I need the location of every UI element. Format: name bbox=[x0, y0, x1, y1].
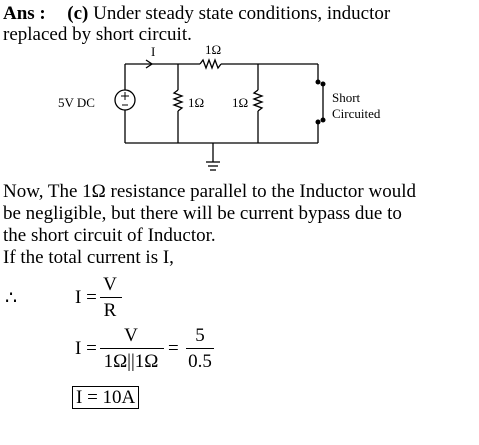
eq1-fraction-bar bbox=[100, 297, 122, 298]
eq2-denominator: 1Ω||1Ω bbox=[103, 351, 159, 372]
eq2-fraction-bar bbox=[100, 348, 164, 349]
result-box: I = 10A bbox=[72, 386, 140, 409]
eq2-fraction-bar-2 bbox=[186, 348, 214, 349]
circuit-diagram: I 1Ω 5V DC 1Ω 1Ω Short Circuited bbox=[58, 44, 381, 171]
short-label-1: Short bbox=[332, 90, 361, 105]
answer-option: (c) bbox=[67, 3, 89, 24]
answer-text: Under steady state conditions, inductor bbox=[93, 3, 391, 24]
short-label-2: Circuited bbox=[332, 106, 381, 121]
therefore-symbol: ∴ bbox=[5, 288, 18, 309]
top-resistor-symbol bbox=[199, 58, 222, 70]
r2-label: 1Ω bbox=[232, 95, 248, 110]
r2-symbol bbox=[252, 89, 264, 112]
eq2-equals: = bbox=[168, 338, 179, 359]
current-arrow bbox=[145, 59, 154, 69]
result-value: I = 10A bbox=[72, 386, 140, 409]
top-resistor-label: 1Ω bbox=[205, 44, 221, 57]
explanation-line-1: Now, The 1Ω resistance parallel to the I… bbox=[3, 181, 416, 202]
explanation-line-3: the short circuit of Inductor. bbox=[3, 225, 216, 246]
answer-line-1: Ans : (c) Under steady state conditions,… bbox=[3, 3, 390, 25]
r1-symbol bbox=[172, 89, 184, 112]
explanation-line-2: be negligible, but there will be current… bbox=[3, 203, 402, 224]
eq1-denominator: R bbox=[103, 300, 117, 321]
eq1-numerator: V bbox=[103, 274, 117, 295]
r1-label: 1Ω bbox=[188, 95, 204, 110]
eq2-numerator: V bbox=[124, 325, 138, 346]
eq1-lhs: I = bbox=[75, 287, 97, 308]
eq2-denominator-2: 0.5 bbox=[188, 351, 212, 372]
eq2-numerator-2: 5 bbox=[195, 325, 205, 346]
source-label: 5V DC bbox=[58, 95, 95, 110]
answer-label: Ans : bbox=[3, 3, 46, 24]
explanation-line-4: If the total current is I, bbox=[3, 247, 174, 268]
eq2-lhs: I = bbox=[75, 338, 97, 359]
answer-line-2: replaced by short circuit. bbox=[3, 24, 192, 45]
current-label: I bbox=[151, 44, 155, 59]
